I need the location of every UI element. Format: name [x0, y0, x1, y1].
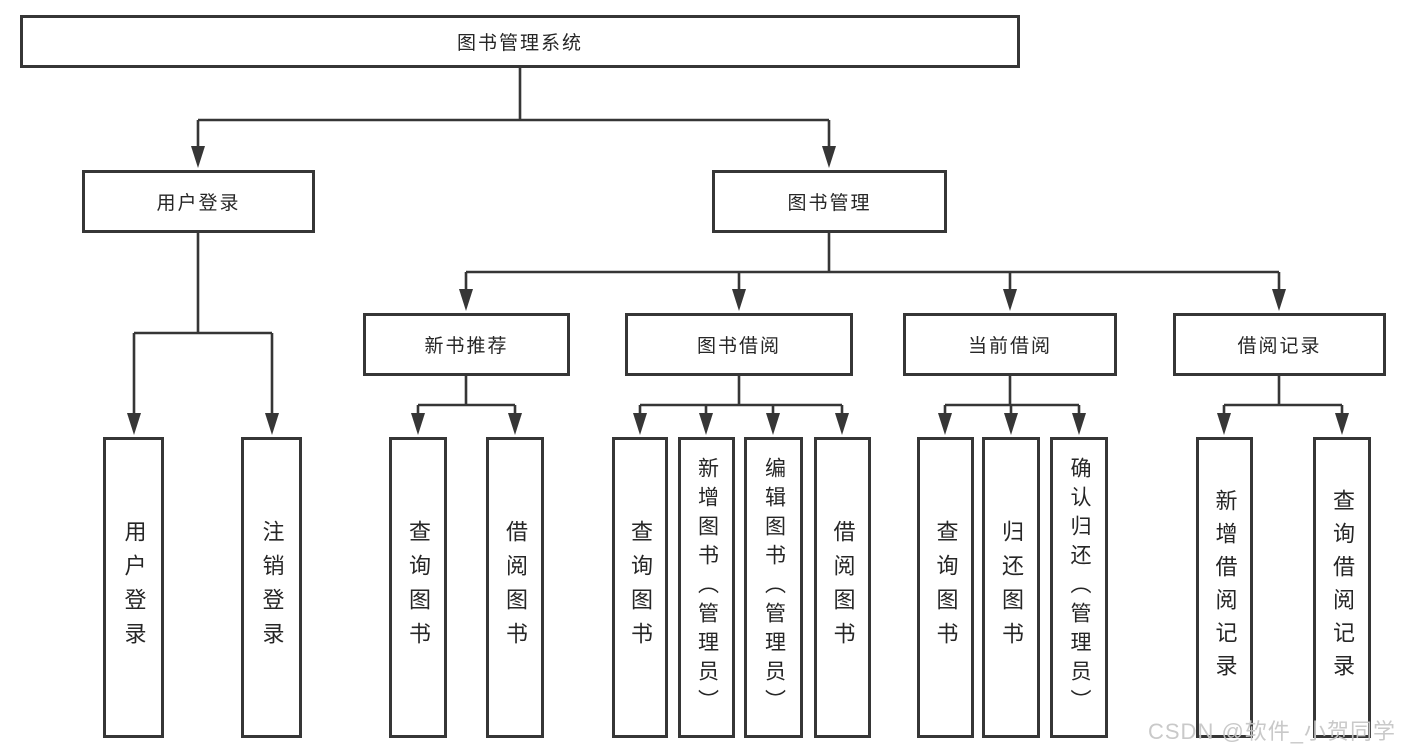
- connector-records-to-leaves: [1222, 376, 1344, 415]
- leaf-borrow-books-label: 借阅图书: [830, 519, 856, 656]
- node-book-management: 图书管理: [712, 170, 947, 233]
- leaf-query-borrow-record-label: 查询借阅记录: [1330, 488, 1355, 687]
- node-root-system: 图书管理系统: [20, 15, 1020, 68]
- leaf-return-books-label: 归还图书: [999, 519, 1024, 656]
- connector-newrec-to-leaves: [416, 376, 517, 415]
- leaf-confirm-return-admin-label: 确认归还（管理员）: [1068, 457, 1091, 718]
- leaf-confirm-return-admin: 确认归还（管理员）: [1050, 437, 1108, 738]
- connector-bookmgmt-to-level3: [464, 233, 1281, 291]
- leaf-query-books-current: 查询图书: [917, 437, 974, 738]
- arrowheads: [127, 146, 1349, 435]
- leaf-edit-books-admin-label: 编辑图书（管理员）: [762, 457, 786, 718]
- leaf-query-borrow-record: 查询借阅记录: [1313, 437, 1371, 738]
- node-new-book-recommend-label: 新书推荐: [424, 336, 509, 357]
- leaf-user-login: 用户登录: [103, 437, 164, 738]
- leaf-add-books-admin-label: 新增图书（管理员）: [695, 457, 719, 718]
- node-root-system-label: 图书管理系统: [456, 33, 583, 54]
- leaf-query-books-current-label: 查询图书: [933, 519, 959, 656]
- leaf-query-books-recommend-label: 查询图书: [406, 519, 431, 656]
- node-user-login-label: 用户登录: [156, 193, 241, 214]
- node-current-borrowing-label: 当前借阅: [967, 336, 1052, 357]
- leaf-add-books-admin: 新增图书（管理员）: [678, 437, 735, 738]
- leaf-return-books: 归还图书: [982, 437, 1040, 738]
- leaf-logout-label: 注销登录: [259, 519, 285, 656]
- connector-root-to-level2: [196, 68, 831, 148]
- leaf-query-books-borrow-label: 查询图书: [628, 519, 653, 656]
- leaf-borrow-books-recommend: 借阅图书: [486, 437, 544, 738]
- leaf-query-books-borrow: 查询图书: [612, 437, 668, 738]
- leaf-edit-books-admin: 编辑图书（管理员）: [744, 437, 803, 738]
- connector-userlogin-to-leaves: [132, 233, 274, 415]
- node-current-borrowing: 当前借阅: [903, 313, 1117, 376]
- node-book-borrowing: 图书借阅: [625, 313, 853, 376]
- node-borrowing-records: 借阅记录: [1173, 313, 1386, 376]
- leaf-query-books-recommend: 查询图书: [389, 437, 447, 738]
- leaf-add-borrow-record-label: 新增借阅记录: [1212, 488, 1238, 687]
- node-borrowing-records-label: 借阅记录: [1237, 336, 1322, 357]
- node-book-borrowing-label: 图书借阅: [696, 336, 781, 357]
- leaf-add-borrow-record: 新增借阅记录: [1196, 437, 1253, 738]
- leaf-borrow-books: 借阅图书: [814, 437, 871, 738]
- node-new-book-recommend: 新书推荐: [363, 313, 570, 376]
- leaf-logout: 注销登录: [241, 437, 302, 738]
- node-book-management-label: 图书管理: [787, 193, 872, 214]
- connector-current-to-leaves: [943, 376, 1081, 415]
- csdn-watermark: CSDN @软件_小贺同学: [1148, 719, 1397, 744]
- connector-borrow-to-leaves: [638, 376, 844, 415]
- node-user-login: 用户登录: [82, 170, 315, 233]
- leaf-user-login-label: 用户登录: [121, 519, 147, 656]
- leaf-borrow-books-recommend-label: 借阅图书: [503, 519, 528, 656]
